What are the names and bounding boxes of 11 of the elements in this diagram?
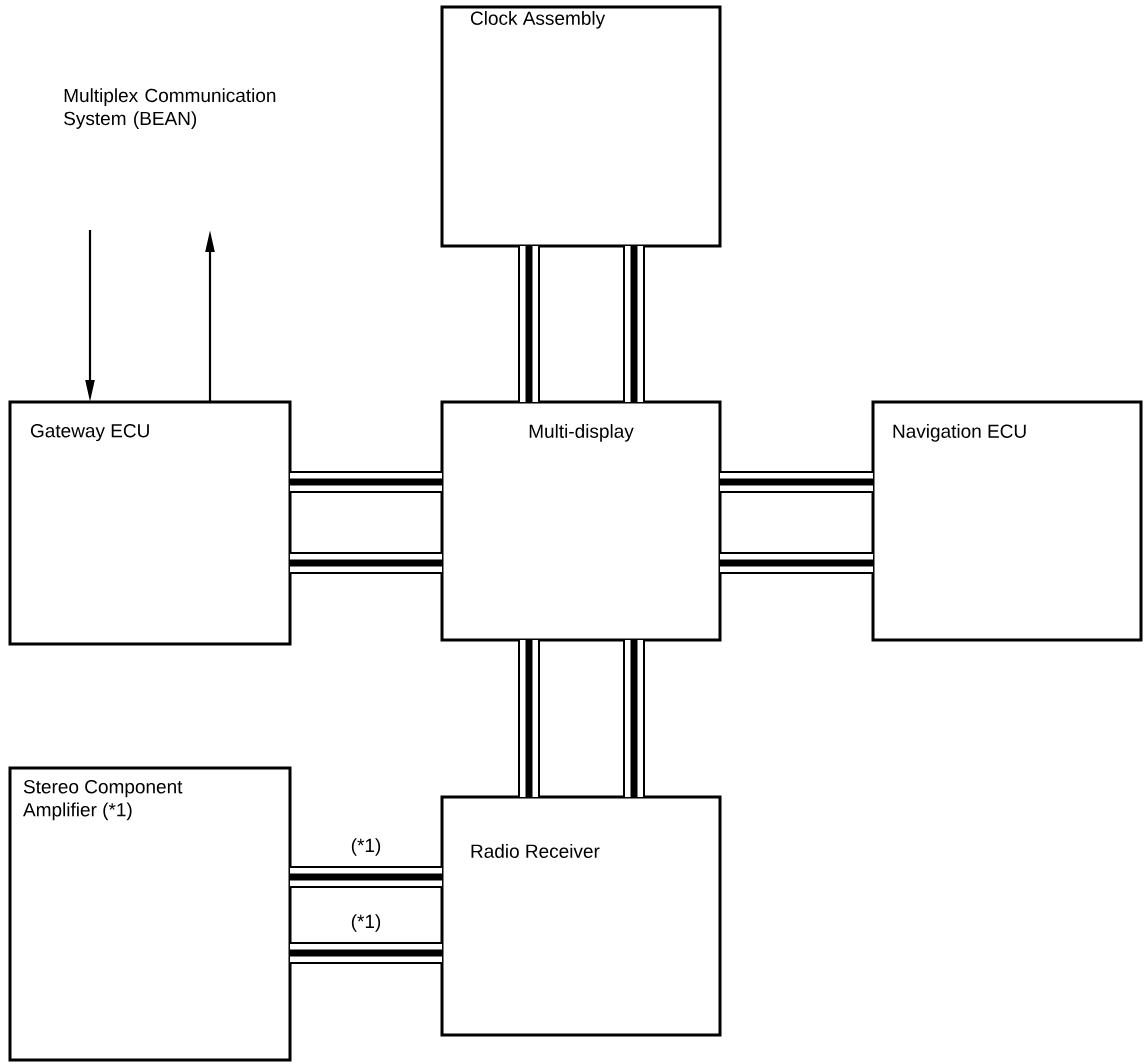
component-box: Navigation ECU — [871, 400, 1143, 642]
component-box: Radio Receiver — [440, 795, 722, 1037]
bus-line — [623, 246, 645, 402]
component-box: Multi-display — [440, 400, 722, 642]
edge-label: (*1) — [349, 837, 383, 857]
component-box: Stereo Component Amplifier (*1) — [8, 766, 292, 1062]
bus-line — [518, 246, 540, 402]
component-box: Gateway ECU — [8, 400, 292, 646]
component-box: Clock Assembly — [440, 5, 722, 248]
title: Multiplex Communication System (BEAN) — [64, 88, 276, 129]
edge-label: (*1) — [349, 913, 383, 933]
